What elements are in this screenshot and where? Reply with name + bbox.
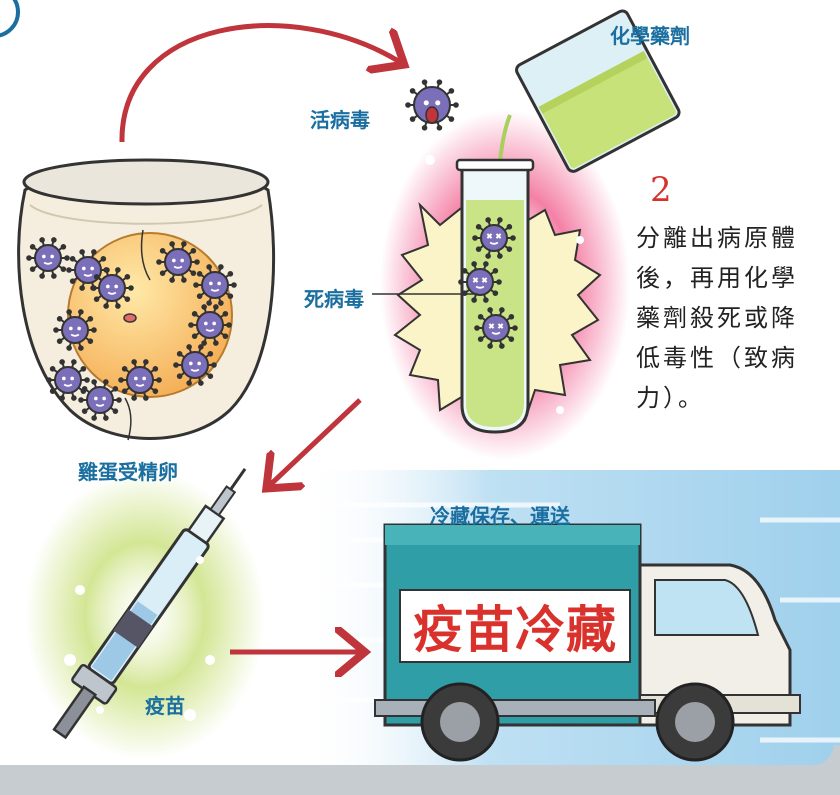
egg-virus-icon xyxy=(66,249,110,291)
test-tube xyxy=(455,158,535,434)
egg-label: 雞蛋受精卵 xyxy=(78,460,178,484)
vaccine-label: 疫苗 xyxy=(145,694,185,718)
dead-virus-icon xyxy=(458,261,502,303)
egg-virus-icon xyxy=(193,264,237,306)
egg-virus-group xyxy=(26,237,237,421)
live-virus-label: 活病毒 xyxy=(310,108,370,132)
egg-virus-icon xyxy=(118,359,162,401)
truck-sign: 疫苗冷藏 xyxy=(413,601,617,659)
dead-virus-label: 死病毒 xyxy=(304,287,364,311)
corner-circle-icon xyxy=(0,0,20,38)
egg-virus-icon xyxy=(156,241,200,283)
arrow-tube-to-vaccine xyxy=(270,398,362,485)
chemical-label: 化學藥劑 xyxy=(610,24,690,48)
syringe xyxy=(52,467,247,740)
live-virus-icon xyxy=(405,79,459,131)
egg-virus-icon xyxy=(46,359,90,401)
egg-virus-icon xyxy=(173,344,217,386)
dead-virus-icon xyxy=(472,217,516,259)
bottom-frame xyxy=(0,745,840,795)
egg-virus-icon xyxy=(188,304,232,346)
dead-virus-icon xyxy=(474,307,518,349)
sparkles xyxy=(64,155,584,721)
egg-virus-icon xyxy=(78,379,122,421)
egg-virus-icon xyxy=(53,309,97,351)
dead-virus-group xyxy=(458,217,518,349)
chemical-beaker xyxy=(515,9,681,173)
egg-virus-icon xyxy=(90,267,134,309)
step-description: 分離出病原體後，再用化學藥劑殺死或降低毒性（致病力）。 xyxy=(636,224,798,412)
refrigerated-truck xyxy=(374,523,801,762)
step-number: 2 xyxy=(650,170,672,210)
egg-virus-icon xyxy=(26,237,70,279)
cold-storage-label: 冷藏保存、運送 xyxy=(430,504,570,528)
arrow-egg-to-chemical xyxy=(119,23,400,143)
